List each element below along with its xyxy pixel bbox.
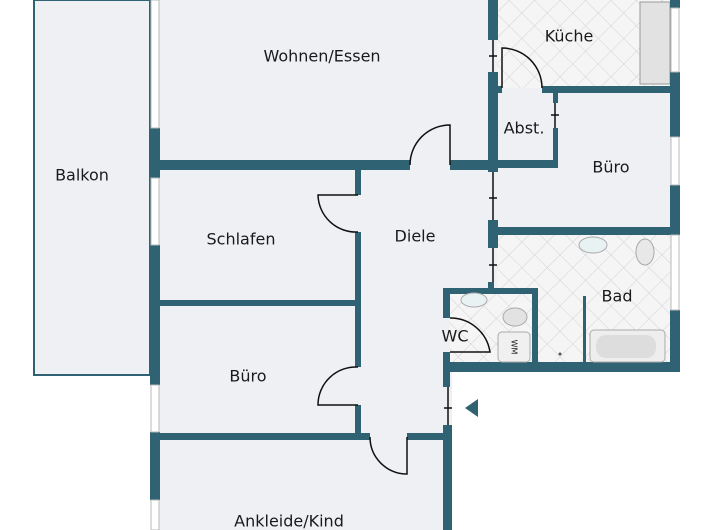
outside-right (680, 0, 720, 372)
room-label-balkon: Balkon (55, 165, 109, 185)
room-label-buero-1: Büro (592, 157, 630, 177)
room-label-kueche: Küche (544, 26, 594, 46)
room-label-ankleide-kind: Ankleide/Kind (234, 511, 344, 530)
walls (150, 0, 680, 530)
room-label-diele: Diele (394, 226, 436, 246)
windows (150, 0, 680, 530)
doors (317, 40, 559, 475)
kitchen-counter (639, 1, 671, 85)
outside-bottom-right (452, 372, 720, 530)
washer-label: WM (509, 339, 519, 355)
room-label-wc: WC (441, 326, 469, 346)
room-label-abst: Abst. (503, 118, 545, 138)
room-label-schlafen: Schlafen (206, 229, 276, 249)
room-label-bad: Bad (601, 286, 633, 306)
room-label-buero-2: Büro (229, 366, 267, 386)
balcony-floor (33, 0, 151, 376)
fixtures (460, 236, 666, 417)
room-label-wohnen-essen: Wohnen/Essen (263, 46, 381, 66)
